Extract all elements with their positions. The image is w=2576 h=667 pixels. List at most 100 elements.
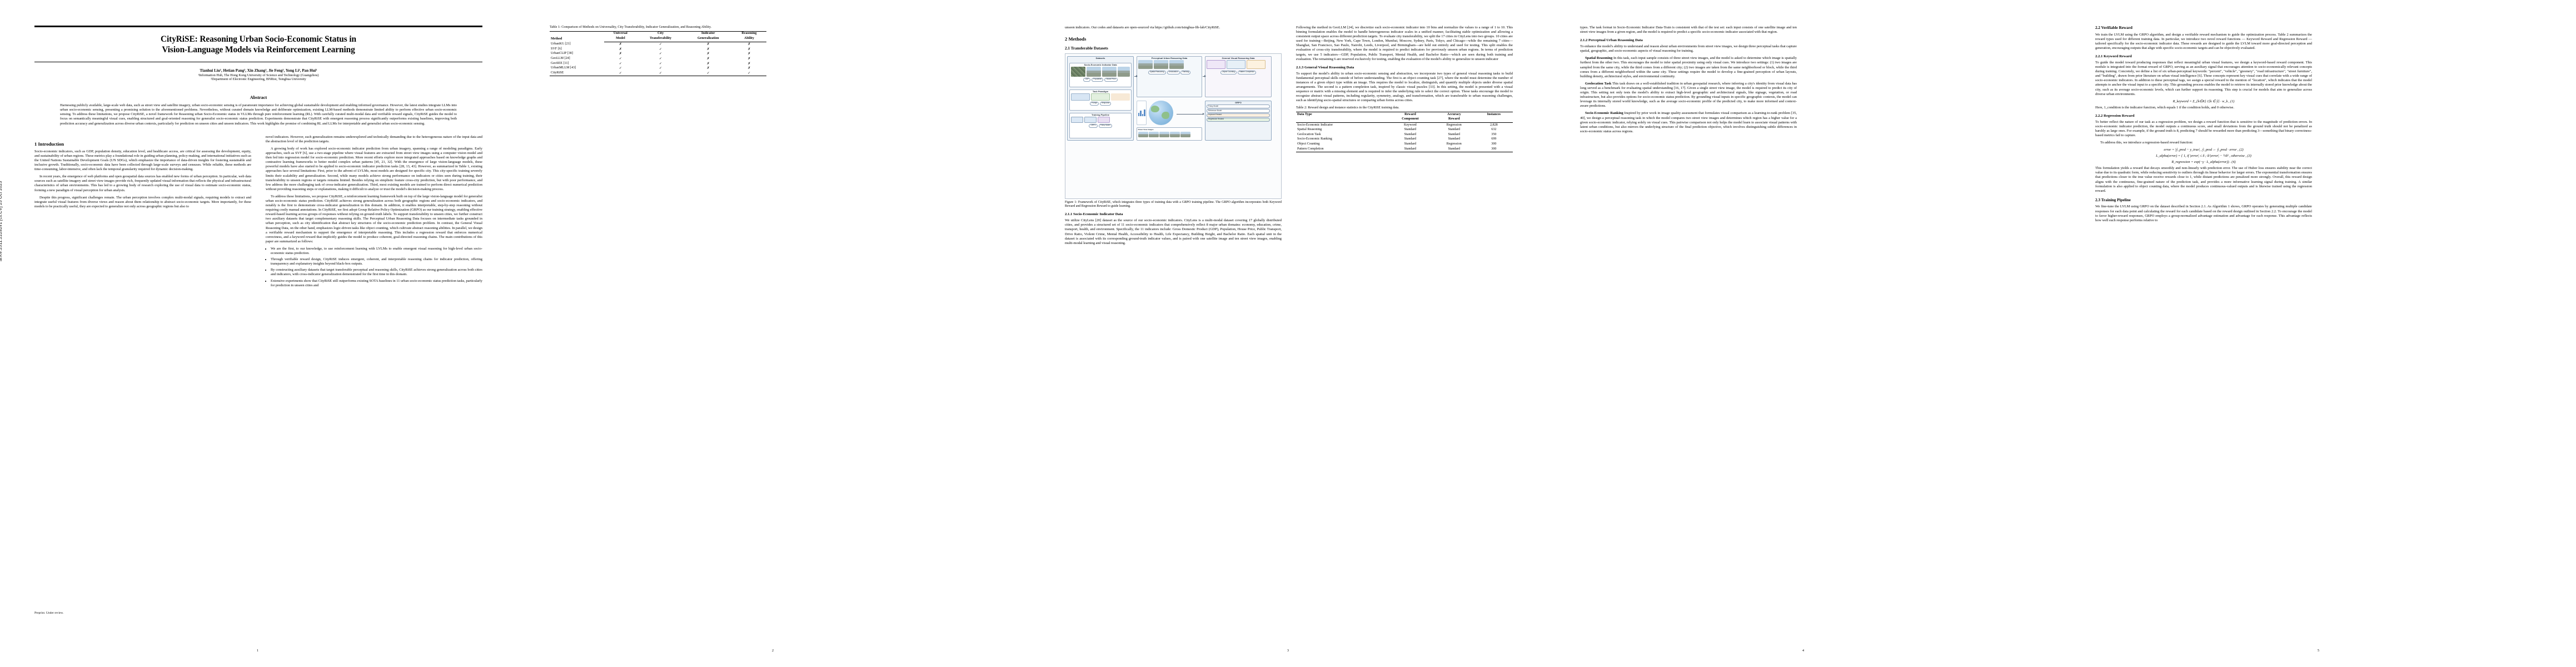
chip-pattern-completion: Pattern Completion [1237, 70, 1257, 74]
text-geolocation: This task draws on a well-established tr… [1580, 81, 1797, 108]
cell-method: UrbanMLLM [43] [551, 66, 576, 70]
th2-answer-2: Reward [1433, 117, 1475, 123]
label-geolocation: Geolocation Task [1585, 81, 1612, 86]
cell-indicator: ✗ [706, 61, 710, 66]
cell-reasoning: ✗ [748, 57, 751, 61]
p3-211: We utilize CityLens [20] dataset as the … [1065, 218, 1282, 245]
th2-answer-1: Accuracy [1433, 111, 1475, 117]
cell-accuracy: Regression [1446, 142, 1462, 146]
p4-ses-ranking: Socio-Economic Ranking Inspired by prior… [1580, 111, 1797, 133]
cell-method: UrbanKG [21] [551, 42, 571, 46]
p1-right-1: novel indicators. However, such generali… [266, 135, 482, 143]
page2-column-left: Table 1: Comparison of Methods on Univer… [550, 26, 766, 637]
page-5: 2.2 Verifiable Reward We train the LVLM … [2061, 0, 2576, 667]
cell-reasoning: ✗ [748, 47, 751, 51]
abstract-heading: Abstract [250, 94, 267, 100]
cell-method: GeoSEE [11] [551, 61, 569, 65]
title-rule-top [34, 26, 482, 27]
page1-column-left: 1 Introduction Socio-economic indicators… [34, 135, 251, 519]
page-number: 3 [1287, 649, 1289, 653]
cell-city: ✓ [636, 71, 685, 76]
cell-reasoning: ✗ [748, 66, 751, 71]
cell-method: CityRiSE [550, 71, 605, 76]
cell-instances: 699 [1491, 137, 1497, 141]
cell-method: GeoLLM [24] [551, 57, 570, 61]
cell-universal: ✓ [604, 71, 637, 76]
th-universal-1: Universal [604, 31, 637, 37]
cell-reward: Standard [1404, 137, 1417, 141]
section-2-1-3-heading: 2.1.3 General Visual Reasoning Data [1296, 65, 1354, 69]
page-number: 4 [1802, 649, 1805, 653]
abstract-text: Harnessing publicly available, large-sca… [60, 103, 457, 126]
title-line-2: Vision-Language Models via Reinforcement… [162, 44, 355, 54]
table-row: CityRiSE✓✓✓✓ [550, 71, 766, 76]
arxiv-stamp: arXiv:2511.22282v1 [cs.CV] 25 Oct 2025 [0, 181, 3, 261]
chip-grpo: GRPO [1089, 123, 1098, 128]
section-2-2-heading: 2.2 Verifiable Reward [2095, 26, 2132, 30]
cell-reward: Standard [1387, 147, 1433, 152]
p1-intro-2: In recent years, the emergence of web pl… [34, 175, 251, 192]
connector-arrow [1177, 113, 1204, 115]
cell-data-type: Object Counting [1297, 142, 1320, 146]
chip-regression-reward: Regression Reward [1207, 117, 1270, 122]
cell-instances: 2,828 [1489, 123, 1498, 127]
fig-label-datasets: Datasets [1095, 57, 1105, 60]
page4-column-left: types. The task format in Socio-Economic… [1580, 26, 1797, 637]
cell-reasoning: ✗ [748, 61, 751, 66]
fig-label-training-pipeline: Training Pipeline [1091, 113, 1109, 117]
cell-universal: ✓ [619, 66, 622, 71]
contribution-bullet: By constructing auxiliary datasets that … [271, 268, 482, 277]
cell-universal: ✗ [619, 47, 622, 51]
th2-reward-2: Component [1387, 117, 1433, 123]
p4-geolocation: Geolocation Task This task draws on a we… [1580, 82, 1797, 109]
cell-instances: 350 [1491, 132, 1497, 136]
cell-city: ✓ [659, 66, 662, 71]
table-row: UrbanCLIP [38]✗✓✗✗ [550, 52, 766, 57]
indicator-chip: GDP [1083, 77, 1091, 82]
fig-label-socio-econ: Socio-Economic Indicator Data [1084, 63, 1117, 67]
preprint-note: Preprint. Under review. [34, 611, 64, 615]
cell-accuracy: Regression [1446, 123, 1462, 127]
equation-2: error = |ŷ_pred − y_true| , ŷ_pred ← ŷ_p… [2164, 148, 2244, 152]
page-3: unseen indicators. Our codes and dataset… [1030, 0, 1546, 667]
text-spatial-reasoning: In this task, each input sample consists… [1580, 56, 1797, 78]
p5-221: To guide the model toward producing resp… [2095, 60, 2312, 96]
table2-caption: Table 2: Reward design and instance stat… [1296, 106, 1399, 110]
table-1: Method Universal City Indicator Reasonin… [550, 31, 766, 76]
page3-column-right: Following the method in GeoLLM [24], we … [1296, 26, 1513, 637]
equation-1: R_keyword = Σ_{k∈K} 1[k ∈ ŷ] · w_k , (1) [2173, 99, 2235, 103]
cell-instances: 300 [1474, 147, 1513, 152]
p4-lead: types. The task format in Socio-Economic… [1580, 26, 1797, 34]
contribution-bullet: Through verifiable reward design, CityRi… [271, 257, 482, 266]
page-1: arXiv:2511.22282v1 [cs.CV] 25 Oct 2025 C… [0, 0, 515, 667]
cell-data-type: Socio-Economic Indicator [1297, 123, 1333, 127]
chip-response: Response [1099, 101, 1112, 106]
p4-212: To enhance the model's ability to unders… [1580, 44, 1797, 53]
street-view-thumb [1086, 67, 1101, 77]
cell-universal: ✗ [619, 42, 622, 47]
contribution-bullet: We are the first, to our knowledge, to u… [271, 247, 482, 256]
cell-city: ✓ [659, 52, 662, 56]
section-2-1-heading: 2.1 Transferable Datasets [1065, 46, 1108, 51]
affiliation-2: ²Department of Electronic Engineering, B… [211, 77, 306, 82]
table-row: GeoSEE [11]✓✓✗✗ [550, 61, 766, 66]
connector-arrow [1203, 75, 1206, 77]
th-reasoning-1: Reasoning [731, 31, 766, 37]
cell-reasoning: ✗ [748, 42, 751, 47]
cell-indicator: ✓ [684, 71, 732, 76]
cell-city: ✓ [659, 61, 662, 66]
th-reasoning-2: Ability [731, 36, 766, 42]
p5-23: We fine-tune the LVLM using GRPO on the … [2095, 205, 2312, 222]
p5-222b: To address this, we introduce a regressi… [2100, 141, 2193, 145]
cell-indicator: ✗ [706, 47, 710, 51]
cell-indicator: ✗ [706, 66, 710, 71]
page1-column-right: novel indicators. However, such generali… [266, 135, 482, 519]
fig-label-general: General Visual Reasoning Data [1222, 57, 1255, 60]
p5-22: We train the LVLM using the GRPO algorit… [2095, 32, 2312, 50]
th-universal-2: Model [604, 36, 637, 42]
p1-right-2: A growing body of work has explored soci… [266, 146, 482, 191]
